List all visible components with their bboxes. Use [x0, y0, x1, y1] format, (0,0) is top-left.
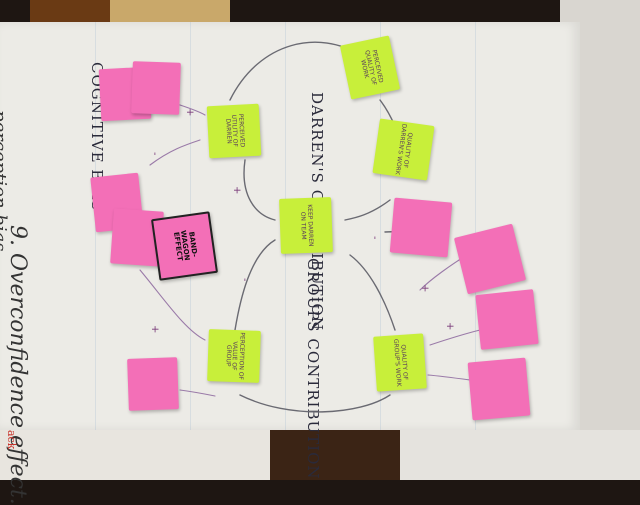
sign-3: + — [231, 186, 242, 195]
note-pink-6 — [127, 357, 179, 411]
sign-1: + — [184, 108, 195, 117]
background-paper-left — [0, 420, 270, 480]
note-quality-group-work: QUALITY OF GROUP'S WORK — [373, 333, 427, 392]
background-poster — [30, 0, 230, 22]
background-wood — [270, 430, 400, 480]
overconfidence-text: 9. Overconfidence effect. — [5, 225, 30, 505]
note-bandwagon-effect: BAND-WAGON EFFECT — [150, 211, 219, 281]
sign-7: + — [444, 322, 455, 331]
note-quality-darren-work: QUALITY OF DARREN'S WORK — [372, 118, 435, 181]
note-keep-darren: KEEP DARREN ON TEAM — [279, 197, 333, 254]
sign-6: + — [419, 284, 430, 293]
note-pink-2 — [131, 61, 181, 115]
perception-bias-text: perception bias — [0, 110, 10, 252]
groups-contribution-label: GROUPS CONTRIBUTION — [304, 258, 322, 480]
note-pink-7 — [389, 197, 453, 258]
note-perceived-utility: PERCEIVED UTILITY OF DARREN — [206, 103, 262, 159]
red-scribble: ack — [5, 430, 18, 450]
note-pink-9 — [475, 289, 539, 350]
sign-2: - — [149, 152, 160, 156]
sign-4: - — [239, 278, 250, 282]
note-pink-10 — [467, 357, 531, 421]
note-perception-of-group: PERCEPTION OF VALUE OF GROUP — [207, 329, 261, 383]
sign-5: + — [149, 325, 160, 334]
sign-8: - — [369, 236, 380, 240]
background-paper-right — [400, 430, 640, 480]
